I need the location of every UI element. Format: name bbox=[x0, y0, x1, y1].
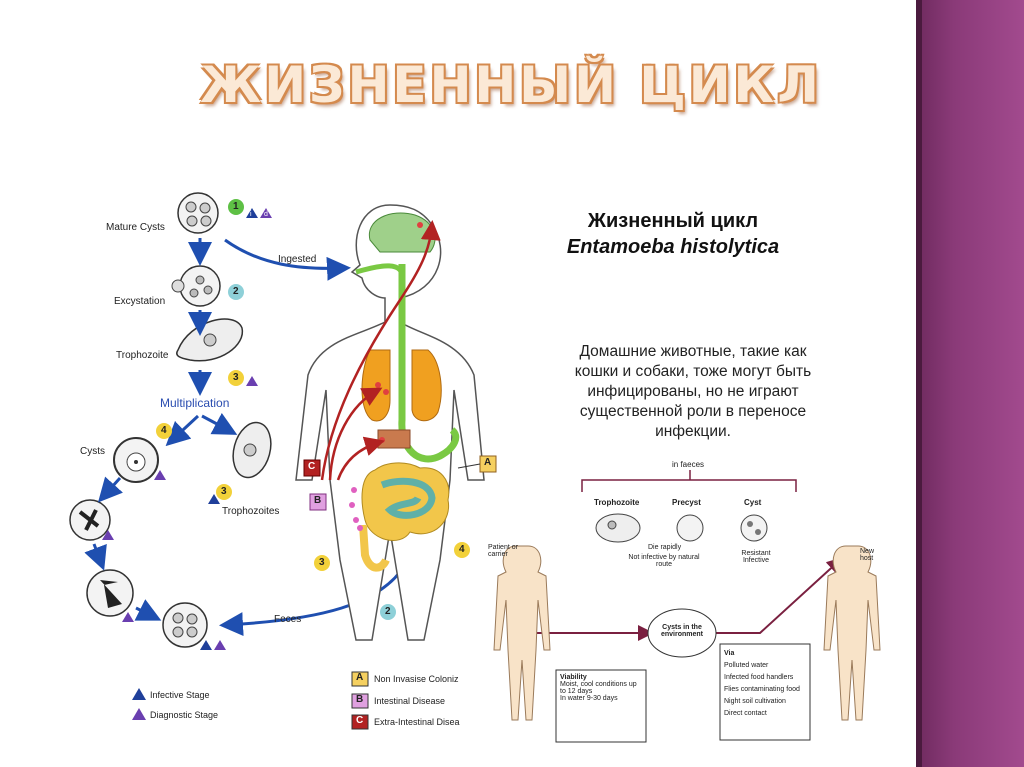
trophozoites-cells bbox=[232, 421, 272, 479]
legend-text-a: Non Invasise Coloniz bbox=[374, 674, 459, 684]
pets-note: Домашние животные, такие как кошки и соб… bbox=[574, 343, 812, 440]
label-multiplication: Multiplication bbox=[160, 396, 230, 410]
mature-cyst-cell-2 bbox=[162, 602, 208, 648]
life-cycle-diagram: Жизненный цикл Entamoeba histolytica Дом… bbox=[60, 180, 890, 760]
step-number-3b: 3 bbox=[221, 486, 227, 497]
step-number-1: 1 bbox=[233, 201, 239, 212]
letter-c: C bbox=[308, 461, 316, 472]
label-feces: Feces bbox=[274, 614, 302, 625]
letter-box-b bbox=[309, 493, 327, 511]
label-cysts-env: Cysts in the environment bbox=[660, 624, 703, 638]
via-box: Via Polluted water Infected food handler… bbox=[724, 648, 808, 720]
cycle-title-line2: Entamoeba histolytica bbox=[566, 236, 780, 258]
legend-letter-c: C bbox=[356, 715, 364, 726]
step-number-3c: 3 bbox=[319, 557, 325, 568]
label-in-faeces: in faeces bbox=[672, 460, 705, 469]
via-item-2: Infected food handlers bbox=[724, 674, 794, 681]
step-number-2: 2 bbox=[233, 286, 239, 297]
cycle-title: Жизненный цикл Entamoeba histolytica bbox=[518, 208, 828, 260]
legend-box-c bbox=[351, 714, 369, 730]
viability-title: Viability bbox=[560, 674, 587, 681]
step-number-2b: 2 bbox=[385, 606, 391, 617]
mature-cyst-cell bbox=[177, 192, 219, 234]
cycle-title-line1: Жизненный цикл bbox=[587, 210, 759, 232]
infection-dots bbox=[349, 487, 363, 531]
via-item-5: Direct contact bbox=[724, 710, 767, 717]
label-new-host: New host bbox=[860, 548, 875, 562]
step-number-4b: 4 bbox=[459, 544, 465, 555]
via-item-3: Flies contaminating food bbox=[724, 686, 800, 693]
letter-box-c bbox=[303, 459, 321, 477]
legend-infective-triangle bbox=[132, 688, 146, 700]
viability-item-2: In water 9-30 days bbox=[560, 695, 618, 702]
letter-a: A bbox=[484, 457, 492, 468]
mark-diagnostic: d bbox=[264, 211, 268, 218]
label-die-rapidly: Die rapidly bbox=[648, 544, 682, 551]
stage-marker-triangles bbox=[102, 208, 272, 650]
legend-letter-b: B bbox=[356, 694, 364, 705]
viability-item-1: Moist, cool conditions up to 12 days bbox=[560, 681, 637, 695]
via-item-1: Polluted water bbox=[724, 662, 769, 669]
legend-diagnostic-triangle bbox=[132, 708, 146, 720]
via-title: Via bbox=[724, 650, 735, 657]
mark-infective: i bbox=[250, 211, 252, 218]
legend-letter-a: A bbox=[356, 672, 364, 683]
trophozoite-cell bbox=[176, 318, 244, 362]
via-item-4: Night soil cultivation bbox=[724, 698, 786, 705]
legend-box-b bbox=[351, 693, 369, 709]
label-trans-cyst: Cyst bbox=[744, 498, 762, 507]
diagram-graphics bbox=[69, 192, 881, 743]
label-patient: Patient or carrier bbox=[488, 544, 518, 558]
label-resistant: Resistant Infective bbox=[741, 550, 771, 564]
transmission-panel bbox=[493, 470, 881, 743]
dark-cyst-cell bbox=[86, 569, 134, 617]
slide-title: ЖИЗНЕННЫЙ ЦИКЛ bbox=[200, 56, 822, 114]
excystation-cell bbox=[171, 265, 221, 307]
cyst-cell bbox=[113, 437, 159, 483]
legend-box-a bbox=[351, 671, 369, 687]
label-cysts: Cysts bbox=[80, 446, 105, 457]
viability-box: Viability Moist, cool conditions up to 1… bbox=[560, 674, 644, 702]
label-not-infective: Not infective by natural route bbox=[628, 554, 700, 568]
legend-diagnostic-text: Diagnostic Stage bbox=[150, 710, 219, 720]
legend-infective-text: Infective Stage bbox=[150, 690, 210, 700]
label-trophozoite: Trophozoite bbox=[116, 350, 169, 361]
label-mature-cysts: Mature Cysts bbox=[106, 222, 165, 233]
invasion-arrows bbox=[320, 220, 441, 481]
legend-text-c: Extra-Intestinal Disea bbox=[374, 717, 460, 727]
label-trans-precyst: Precyst bbox=[672, 498, 701, 507]
legend-text-b: Intestinal Disease bbox=[374, 696, 446, 706]
pointer-line-a bbox=[457, 463, 481, 469]
label-ingested: Ingested bbox=[278, 254, 317, 265]
step-number-4: 4 bbox=[161, 425, 167, 436]
ingestion-path bbox=[355, 263, 405, 281]
label-excystation: Excystation bbox=[114, 296, 166, 307]
step-number-3: 3 bbox=[233, 372, 239, 383]
step-circles bbox=[156, 199, 470, 620]
human-body-figure bbox=[295, 204, 485, 641]
dividing-cyst-cell bbox=[69, 499, 111, 541]
label-trans-trophozoite: Trophozoite bbox=[594, 498, 640, 507]
side-decoration-band bbox=[916, 0, 1024, 767]
cycle-arrows bbox=[84, 238, 407, 637]
label-trophozoites: Trophozoites bbox=[222, 506, 280, 517]
letter-b: B bbox=[314, 495, 322, 506]
